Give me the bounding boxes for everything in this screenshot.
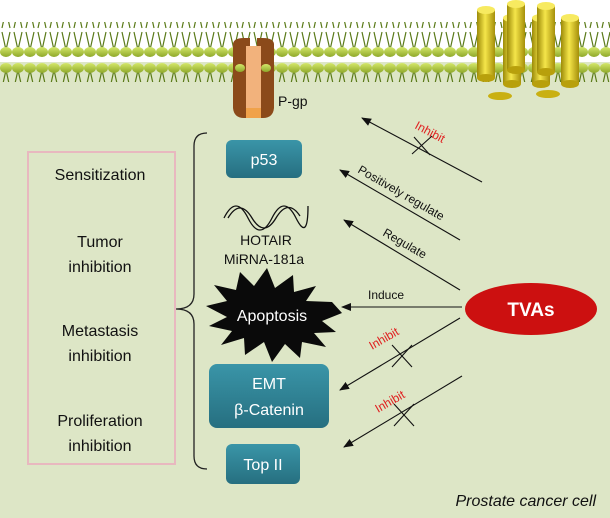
cell-label: Prostate cancer cell bbox=[455, 493, 596, 510]
outcome-proliferation-inhibition: inhibition bbox=[68, 438, 131, 455]
outcome-tumor-inhibition: inhibition bbox=[68, 259, 131, 276]
outcome-proliferation: Proliferation bbox=[57, 413, 142, 430]
membrane-channel-icon bbox=[477, 0, 579, 100]
emt-box bbox=[209, 364, 329, 428]
hotair-label: HOTAIR bbox=[240, 232, 292, 248]
top2-box bbox=[226, 444, 300, 484]
catenin-label: β-Catenin bbox=[234, 402, 304, 419]
arrow-inhibit-pgp bbox=[361, 117, 483, 183]
tvas-label: TVAs bbox=[507, 300, 554, 321]
label-induce: Induce bbox=[368, 288, 404, 302]
outcome-tumor: Tumor bbox=[77, 234, 123, 251]
emt-label: EMT bbox=[252, 376, 286, 393]
p53-label: p53 bbox=[251, 152, 278, 169]
outcome-metastasis: Metastasis bbox=[62, 323, 138, 340]
apoptosis-label: Apoptosis bbox=[237, 308, 307, 325]
arrow-inhibit-emt bbox=[339, 317, 461, 391]
p53-box bbox=[226, 140, 302, 178]
grouping-brace bbox=[175, 132, 208, 470]
rna-wave-icon bbox=[223, 205, 309, 231]
arrow-regulate-rna bbox=[343, 219, 461, 291]
pgp-label: P-gp bbox=[278, 93, 308, 109]
arrow-regulate-p53 bbox=[339, 169, 461, 241]
arrow-inhibit-top2 bbox=[343, 375, 463, 448]
pgp-transporter-icon bbox=[232, 38, 275, 118]
tvas-node bbox=[465, 283, 597, 335]
outcome-sensitization: Sensitization bbox=[55, 167, 146, 184]
outcome-metastasis-inhibition: inhibition bbox=[68, 348, 131, 365]
mirna-label: MiRNA-181a bbox=[224, 251, 304, 267]
top2-label: Top II bbox=[243, 457, 282, 474]
outcomes-list: Sensitization Tumor inhibition Metastasi… bbox=[55, 167, 146, 455]
apoptosis-burst bbox=[206, 268, 342, 362]
outcomes-box bbox=[27, 151, 176, 465]
